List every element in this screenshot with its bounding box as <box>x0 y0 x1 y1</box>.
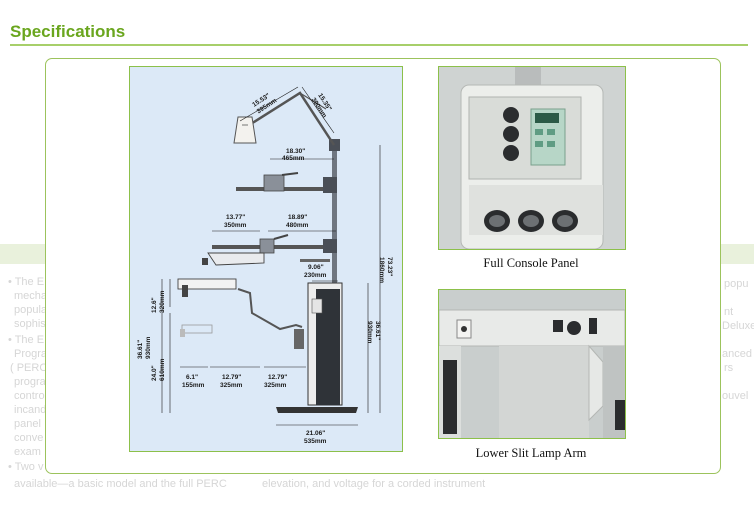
column-cap <box>329 139 340 151</box>
page-title: Specifications <box>10 22 126 41</box>
bg-line: • The E <box>8 334 45 346</box>
dim-label: 465mm <box>282 155 305 162</box>
bg-line: incand <box>14 404 47 416</box>
bg-line: anced <box>722 348 752 360</box>
bg-line: popu <box>724 278 749 290</box>
bg-line: nt <box>724 306 734 318</box>
dim-label: 535mm <box>304 438 327 445</box>
dim-label: 1860mm <box>378 257 385 283</box>
dim-label: 12.79" <box>222 374 241 381</box>
bg-band <box>718 244 754 264</box>
outlet-icon <box>461 326 467 332</box>
switch-icon <box>553 320 563 332</box>
dim-label: 9.06" <box>308 264 324 271</box>
console-knob-icon <box>503 107 519 123</box>
dim-label: 18.30" <box>286 148 305 155</box>
dimension-lines <box>161 86 381 426</box>
dimension-diagram: 15.53" 395mm 15.35" 390mm 18.30" 465mm 1… <box>129 66 403 452</box>
bg-line: panel <box>14 418 41 430</box>
bg-line: ( PERC <box>10 362 48 374</box>
console-panel-photo <box>438 66 626 250</box>
bg-line: mecha <box>14 290 48 302</box>
slit-lamp-arm-photo <box>438 289 626 439</box>
dim-label: 350mm <box>224 222 247 229</box>
instrument-tray <box>207 252 265 266</box>
bg-line: contro <box>14 390 45 402</box>
dim-label: 930mm <box>366 321 373 344</box>
exam-lamp <box>233 116 257 144</box>
dim-label: 325mm <box>220 382 243 389</box>
bg-line: Progra <box>14 348 48 360</box>
bg-line: • Two v <box>8 461 44 473</box>
dim-label: 24.0" <box>151 365 158 381</box>
bg-band <box>0 244 46 264</box>
bg-line: exam <box>14 446 41 458</box>
pole-icon <box>515 67 541 89</box>
knob-icon <box>567 321 581 335</box>
dim-label: 480mm <box>286 222 309 229</box>
bg-line: progra <box>14 376 46 388</box>
chair-arm <box>237 288 303 331</box>
dim-label: 36.61" <box>137 340 144 359</box>
dim-label: 18.89" <box>288 214 307 221</box>
dim-label: 12.6" <box>151 297 158 313</box>
dim-label: 610mm <box>159 358 166 381</box>
dim-label: 6.1" <box>186 374 198 381</box>
bg-line: popula <box>14 304 48 316</box>
bg-line: conve <box>14 432 44 444</box>
photo-caption: Lower Slit Lamp Arm <box>475 446 587 460</box>
dim-label: 325mm <box>264 382 287 389</box>
bg-line: elevation, and voltage for a corded inst… <box>262 478 486 490</box>
bg-line: rs <box>724 362 734 374</box>
title-underline <box>10 44 748 46</box>
bg-line: • The E <box>8 276 45 288</box>
bg-line: available—a basic model and the full PER… <box>14 478 227 490</box>
dim-label: 930mm <box>145 336 152 359</box>
dim-label: 73.23" <box>386 257 393 276</box>
dim-label: 21.06" <box>306 430 325 437</box>
lower-table <box>177 278 237 290</box>
dim-label: 13.77" <box>226 214 245 221</box>
bg-line: Deluxe <box>722 320 754 332</box>
main-column <box>332 147 337 287</box>
console-knob-icon <box>503 126 519 142</box>
console-knob-icon <box>503 145 519 161</box>
dim-label: 320mm <box>159 290 166 313</box>
dim-label: 36.61" <box>374 321 381 340</box>
table-ghost <box>181 324 213 334</box>
base-plate <box>276 407 358 413</box>
dim-label: 155mm <box>182 382 205 389</box>
dim-label: 12.79" <box>268 374 287 381</box>
photo-caption: Full Console Panel <box>483 256 579 270</box>
bg-line: ouvel <box>722 390 749 402</box>
dim-label: 230mm <box>304 272 327 279</box>
bg-line: sophis <box>14 318 46 330</box>
